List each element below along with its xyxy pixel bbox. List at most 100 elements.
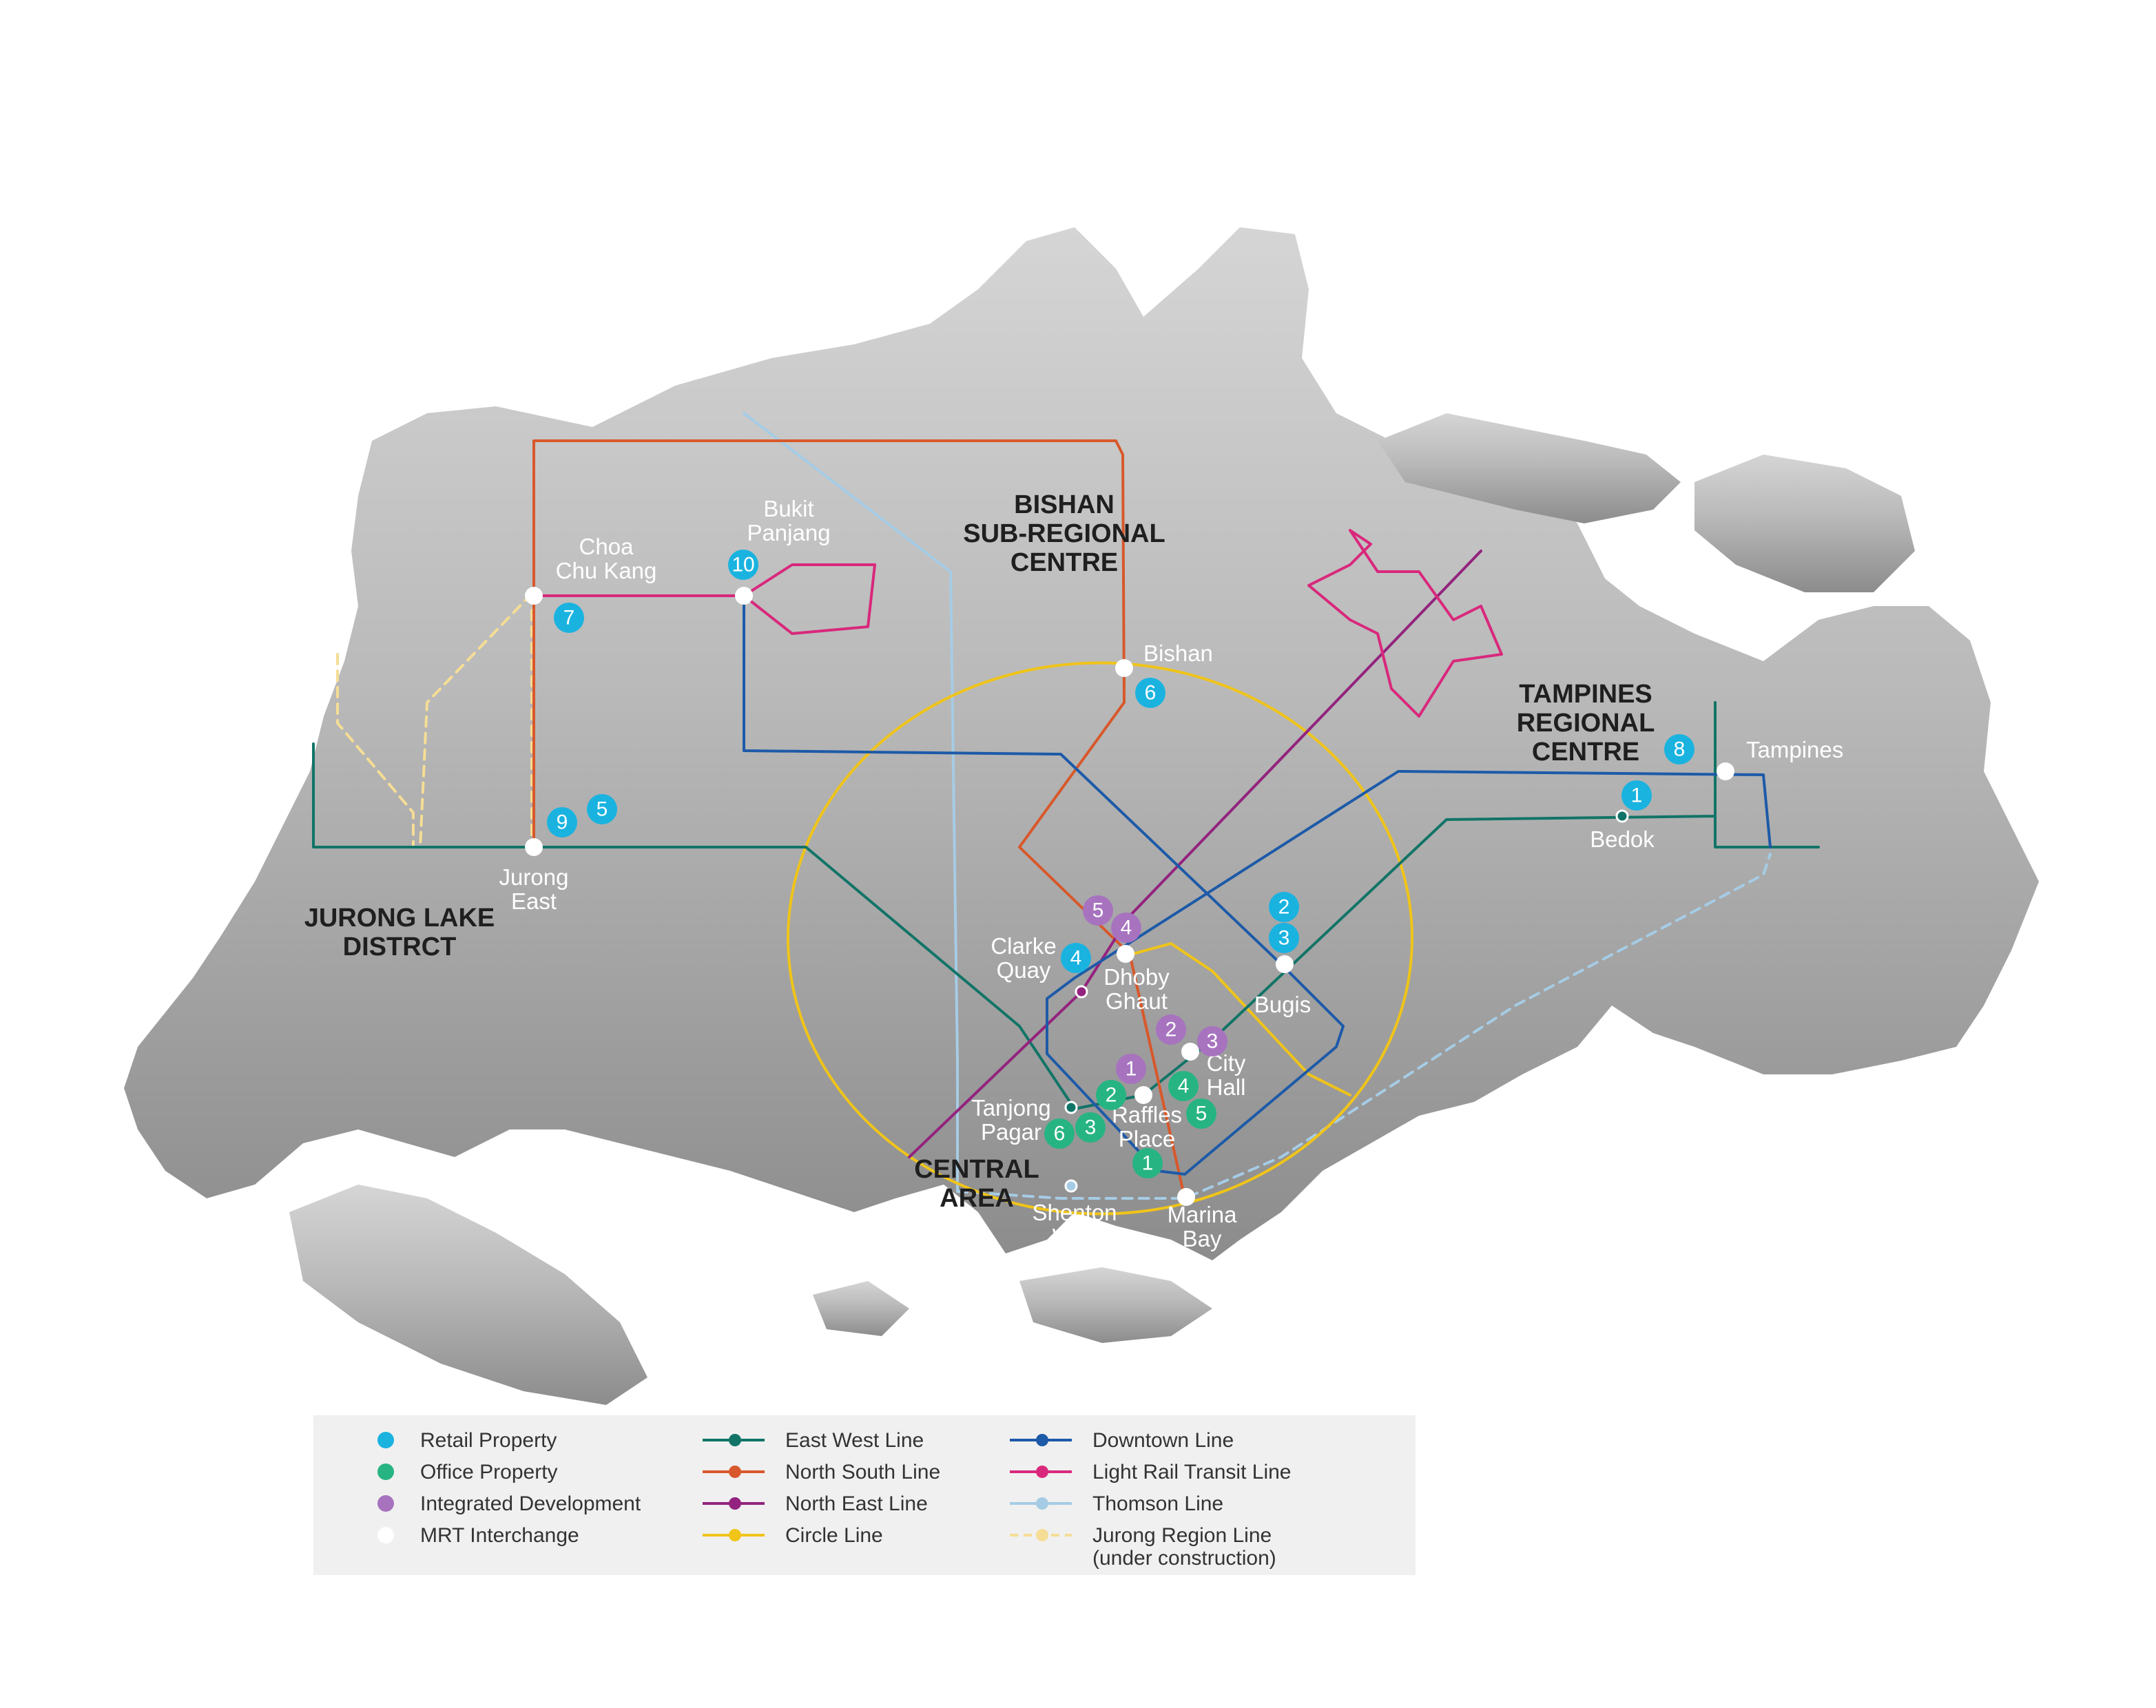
svg-text:2: 2 bbox=[1278, 896, 1290, 919]
svg-text:3: 3 bbox=[1278, 927, 1290, 950]
line-dot bbox=[1064, 1101, 1078, 1114]
office-marker-6: 6 bbox=[1044, 1118, 1075, 1149]
legend-label: Thomson Line bbox=[1092, 1492, 1223, 1515]
station-label: Bugis bbox=[1254, 992, 1312, 1017]
legend-lrt-line: Light Rail Transit Line bbox=[1010, 1461, 1292, 1483]
station-bedok: Bedok bbox=[1590, 809, 1655, 852]
line-dot bbox=[1615, 809, 1629, 823]
downtown-line bbox=[743, 594, 1772, 1176]
station-label: Bishan bbox=[1143, 640, 1213, 666]
interchange-dot bbox=[735, 587, 753, 605]
circle-line bbox=[787, 661, 1413, 1216]
legend-swatch bbox=[377, 1464, 394, 1480]
legend-north-south-line: North South Line bbox=[703, 1461, 940, 1483]
interchange-dot bbox=[1115, 659, 1133, 677]
legend-thomson-line: Thomson Line bbox=[1010, 1492, 1223, 1515]
legend-office: Office Property bbox=[377, 1461, 558, 1483]
office-marker-3: 3 bbox=[1075, 1112, 1106, 1143]
legend-interchange: MRT Interchange bbox=[377, 1524, 579, 1547]
office-marker-4: 4 bbox=[1168, 1071, 1199, 1101]
western-islands bbox=[289, 1185, 647, 1405]
office-marker-5: 5 bbox=[1186, 1098, 1216, 1129]
retail-marker-7: 7 bbox=[554, 603, 584, 633]
retail-marker-3: 3 bbox=[1269, 923, 1299, 953]
lrt-sengkang-punggol bbox=[1307, 529, 1503, 718]
legend-label: Office Property bbox=[420, 1461, 558, 1483]
svg-text:5: 5 bbox=[1196, 1103, 1207, 1125]
svg-text:2: 2 bbox=[1165, 1019, 1177, 1041]
interchange-dot bbox=[1717, 762, 1734, 780]
interchange-dot bbox=[525, 587, 543, 605]
integrated-marker-3: 3 bbox=[1197, 1026, 1227, 1056]
retail-marker-10: 10 bbox=[728, 550, 758, 580]
svg-text:1: 1 bbox=[1631, 784, 1643, 807]
svg-text:7: 7 bbox=[563, 607, 575, 629]
legend-east-west-line: East West Line bbox=[703, 1429, 924, 1452]
retail-marker-8: 8 bbox=[1664, 734, 1694, 764]
integrated-marker-2: 2 bbox=[1156, 1014, 1186, 1045]
svg-text:2: 2 bbox=[1106, 1084, 1117, 1107]
svg-text:1: 1 bbox=[1142, 1152, 1154, 1175]
pulau-ubin bbox=[1378, 413, 1681, 523]
legend-background bbox=[313, 1415, 1416, 1575]
map-legend: Retail Property Office Property Integrat… bbox=[313, 1415, 1416, 1575]
legend-label: East West Line bbox=[785, 1429, 924, 1452]
legend-retail: Retail Property bbox=[377, 1429, 557, 1452]
station-label: Bedok bbox=[1590, 826, 1655, 852]
interchange-dot bbox=[1177, 1188, 1195, 1206]
office-marker-2: 2 bbox=[1096, 1080, 1126, 1110]
integrated-marker-4: 4 bbox=[1111, 913, 1141, 943]
retail-marker-4: 4 bbox=[1061, 943, 1091, 973]
sentosa-island bbox=[1019, 1267, 1212, 1343]
line-dot bbox=[1075, 985, 1088, 999]
singapore-landmass bbox=[124, 227, 2039, 1405]
interchange-dot bbox=[525, 838, 543, 856]
retail-marker-6: 6 bbox=[1135, 678, 1165, 708]
legend-label: Retail Property bbox=[420, 1429, 557, 1452]
legend-label: MRT Interchange bbox=[420, 1524, 579, 1547]
svg-text:5: 5 bbox=[597, 798, 608, 821]
jurong-region-line bbox=[336, 592, 533, 848]
pulau-tekong bbox=[1694, 455, 1915, 592]
svg-text:10: 10 bbox=[732, 554, 754, 576]
station-label: Tampines bbox=[1746, 737, 1843, 762]
interchange-dot bbox=[1276, 955, 1294, 973]
office-marker-1: 1 bbox=[1132, 1148, 1163, 1178]
line-dot bbox=[1064, 1179, 1078, 1193]
legend-swatch bbox=[377, 1432, 394, 1448]
svg-text:3: 3 bbox=[1085, 1116, 1097, 1139]
integrated-marker-1: 1 bbox=[1116, 1054, 1146, 1084]
legend-label: Downtown Line bbox=[1092, 1429, 1234, 1452]
mainland bbox=[124, 227, 2039, 1260]
legend-jurong-region-line: Jurong Region Line(under construction) bbox=[1010, 1524, 1276, 1570]
legend-label: North South Line bbox=[785, 1461, 940, 1483]
retail-marker-2: 2 bbox=[1269, 892, 1299, 922]
svg-text:5: 5 bbox=[1092, 899, 1104, 922]
legend-north-east-line: North East Line bbox=[703, 1492, 928, 1515]
svg-text:8: 8 bbox=[1674, 738, 1686, 761]
legend-label: Light Rail Transit Line bbox=[1092, 1461, 1292, 1483]
interchange-dot bbox=[1181, 1043, 1199, 1061]
